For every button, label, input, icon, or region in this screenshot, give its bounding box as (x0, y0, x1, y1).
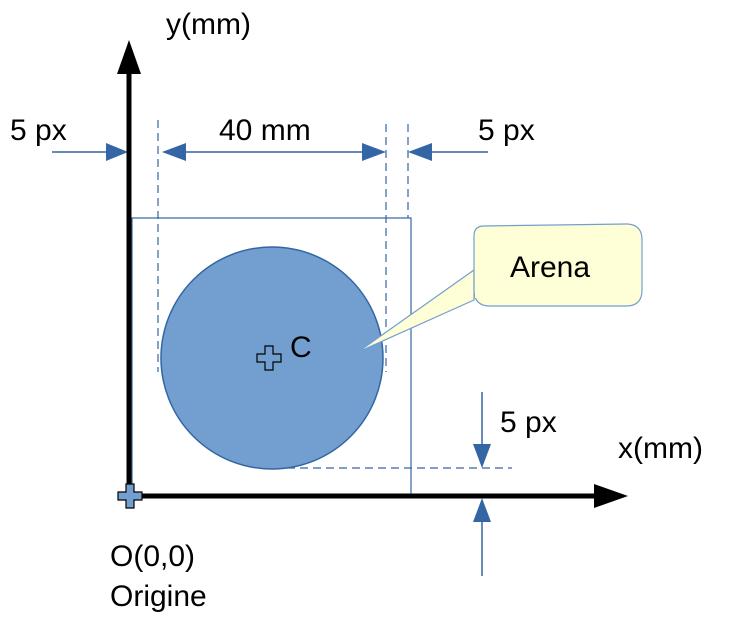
x-axis-label: x(mm) (618, 432, 703, 465)
width-label: 40 mm (219, 114, 311, 147)
center-cross-icon (256, 345, 282, 371)
callout-bubble (473, 223, 643, 307)
callout-label: Arena (510, 251, 590, 284)
right-margin-label: 5 px (478, 114, 535, 147)
origin-cross-icon (117, 483, 143, 509)
callout-pointer (357, 269, 475, 353)
axes (117, 40, 628, 508)
left-margin-label: 5 px (10, 114, 67, 147)
callout-pointer-join (475, 272, 481, 298)
dimension-arrows (52, 143, 491, 576)
y-axis-label: y(mm) (166, 8, 251, 41)
dim-right-margin-arrowhead (408, 143, 432, 161)
dashed-guides (157, 120, 512, 469)
dim-bottom-bottom-arrowhead (473, 498, 491, 522)
origin-label: O(0,0) (110, 540, 195, 573)
dim-width-arrowhead-right (362, 143, 386, 161)
dim-width-arrowhead-left (162, 143, 186, 161)
center-label: C (290, 331, 312, 364)
origin-name-label: Origine (110, 580, 207, 613)
x-axis-arrowhead (594, 484, 628, 508)
dim-bottom-top-arrowhead (473, 444, 491, 468)
dim-left-margin-arrowhead (106, 143, 128, 161)
bottom-margin-label: 5 px (500, 406, 557, 439)
y-axis-arrowhead (117, 40, 141, 74)
